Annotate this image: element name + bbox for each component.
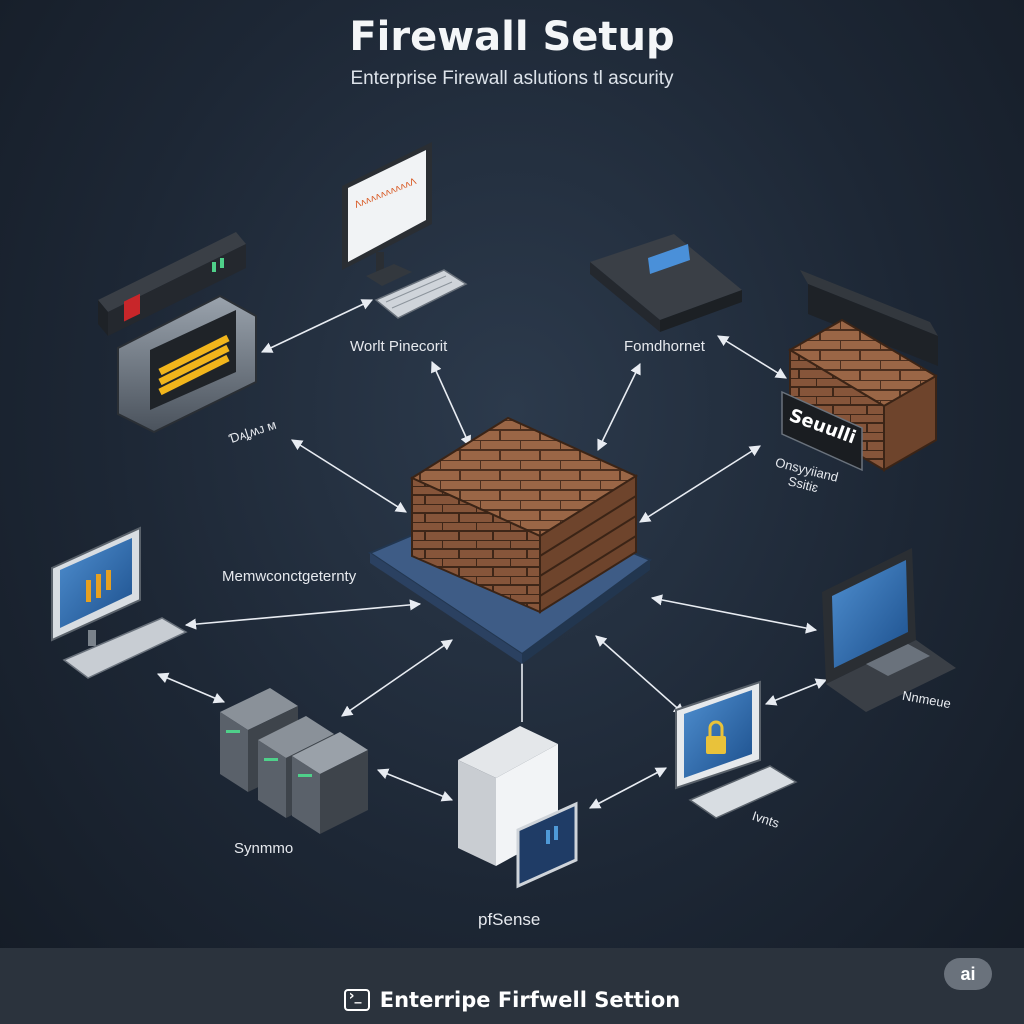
connector-arrow: [341, 639, 453, 717]
connector-arrow: [260, 299, 374, 353]
server-cluster: [220, 688, 368, 834]
connector-arrow: [376, 768, 454, 802]
connector-arrow: [639, 445, 761, 523]
connector-arrow: [156, 672, 226, 704]
connector-arrow: [291, 439, 407, 513]
footer-text: Enterripe Firfwell Settion: [379, 988, 681, 1012]
label-servers: Synmmo: [234, 840, 294, 857]
right-laptop: [822, 548, 956, 712]
lock-icon: [706, 736, 726, 754]
pfsense-server: [458, 726, 578, 889]
connector-arrow: [589, 767, 667, 809]
heatsink-device: [117, 294, 257, 434]
label-top-right: Fomdhornet: [624, 338, 705, 355]
page-title: Firewall Setup: [349, 14, 675, 60]
connector-arrow: [597, 362, 641, 452]
connectors: [156, 299, 828, 809]
footer-bar: Enterripe Firfwell Settion: [0, 948, 1024, 1024]
label-top-center: Worlt Pinecorit: [350, 338, 448, 355]
router-device: [590, 234, 742, 332]
ai-badge[interactable]: ai: [944, 958, 992, 990]
footer-title: Enterripe Firfwell Settion: [0, 988, 1024, 1012]
connector-arrow: [595, 635, 685, 715]
left-desktop: [51, 526, 188, 679]
connector-arrow: [717, 335, 787, 379]
connector-arrow: [764, 678, 828, 706]
label-pfsense: pfSense: [478, 910, 541, 929]
central-firewall: [367, 416, 653, 664]
lock-monitor: [675, 680, 798, 819]
rack-appliance: [98, 232, 246, 336]
network-diagram: ɅᴧᴧᴧᴧᴧᴧᴧᴧᴧᴧɅ Seuulli: [51, 142, 956, 889]
connector-arrow: [184, 599, 422, 630]
connector-arrow: [431, 360, 471, 448]
top-monitor: ɅᴧᴧᴧᴧᴧᴧᴧᴧᴧᴧɅ: [342, 142, 468, 319]
connector-arrow: [650, 594, 818, 634]
label-left-mid: Memwconctgeternty: [222, 568, 357, 585]
terminal-icon: [343, 988, 370, 1011]
page-subtitle: Enterprise Firewall aslutions tl ascurit…: [350, 68, 674, 89]
security-firewall: Seuulli: [781, 270, 938, 472]
